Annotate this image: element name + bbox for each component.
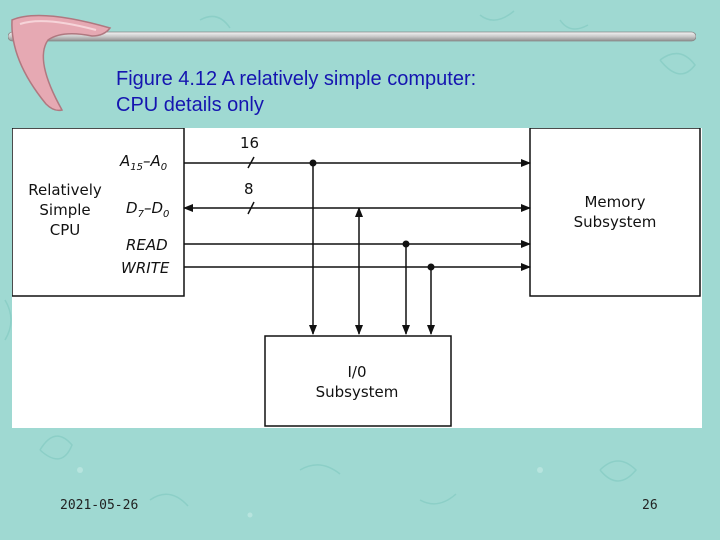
boomerang-logo-icon	[11, 14, 112, 112]
slide-date: 2021-05-26	[60, 498, 139, 513]
write-junction	[427, 263, 435, 271]
memory-box	[529, 128, 701, 297]
cpu-diagram: Relatively Simple CPU Memory Subsystem I…	[12, 128, 702, 428]
cpu-label: Relatively Simple CPU	[28, 181, 102, 239]
address-bus-width: 16	[240, 134, 260, 152]
title-divider	[8, 31, 696, 42]
data-bus-width: 8	[244, 180, 254, 198]
address-bus-label: A15–A0	[120, 152, 168, 173]
slide-page-number: 26	[642, 498, 658, 513]
diagram-lines	[12, 128, 701, 427]
address-bus-width-slash	[247, 156, 255, 169]
data-bus-label: D7–D0	[126, 199, 170, 220]
address-junction	[309, 159, 317, 167]
read-signal-label: READ	[126, 236, 168, 254]
read-junction	[402, 240, 410, 248]
memory-label: Memory Subsystem	[573, 193, 657, 231]
io-label: I/0 Subsystem	[315, 363, 399, 401]
data-bus-width-slash	[247, 201, 255, 215]
slide-title: Figure 4.12 A relatively simple computer…	[116, 68, 477, 116]
write-signal-label: WRITE	[121, 259, 170, 277]
io-box	[264, 335, 452, 427]
cpu-box	[12, 128, 185, 297]
